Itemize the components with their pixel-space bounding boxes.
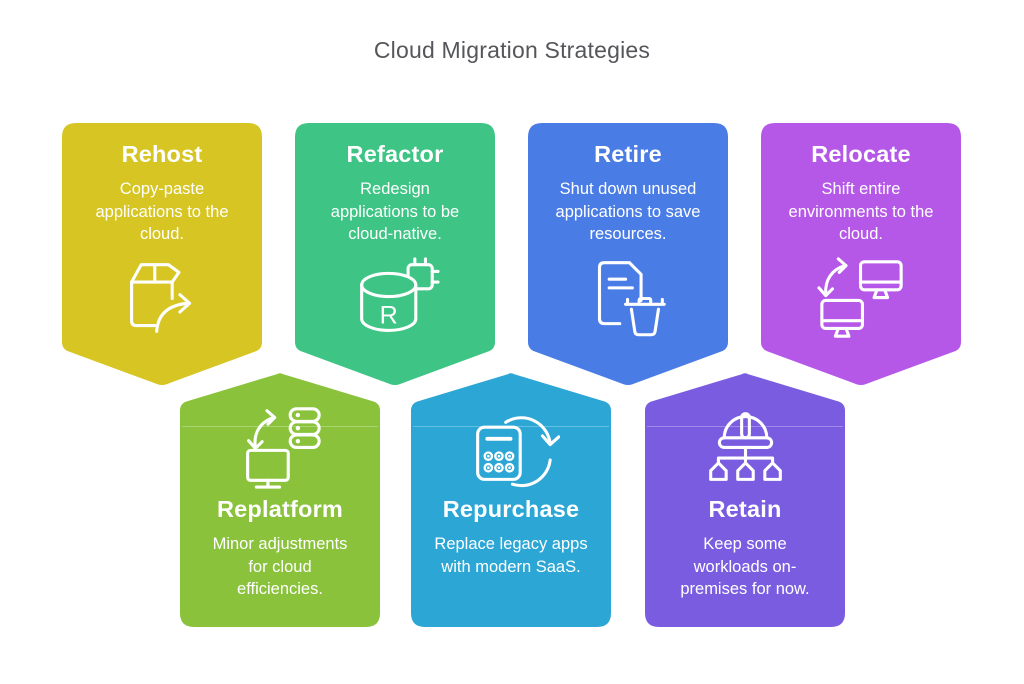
calculator-refresh-icon xyxy=(463,403,560,490)
monitor-servers-icon xyxy=(232,403,329,490)
card-banner-shape xyxy=(62,123,262,385)
card-description: Keep some workloads on- premises for now… xyxy=(680,535,810,599)
card-title: Refactor xyxy=(346,141,444,167)
card-description: Replace legacy apps with modern SaaS. xyxy=(434,535,588,576)
monitors-sync-icon xyxy=(813,255,910,342)
strategy-card-rehost: Rehost Copy-paste applications to the cl… xyxy=(62,123,262,385)
card-description: Redesign applications to be cloud-native… xyxy=(330,180,460,244)
helmet-network-icon xyxy=(697,403,794,490)
card-content: Relocate Shift entire environments to th… xyxy=(761,123,961,385)
card-banner-shape xyxy=(645,373,845,627)
package-export-icon xyxy=(114,255,211,342)
card-title: Replatform xyxy=(216,496,344,522)
card-banner-shape xyxy=(295,123,495,385)
card-title: Relocate xyxy=(811,141,911,167)
card-banner-shape xyxy=(411,373,611,627)
database-chip-icon: R xyxy=(347,255,444,342)
card-description: Shut down unused applications to save re… xyxy=(555,180,701,244)
strategy-card-repurchase: Repurchase Replace legacy apps with mode… xyxy=(411,373,611,627)
card-content: Replatform Minor adjustments for cloud e… xyxy=(180,373,380,627)
card-title: Retain xyxy=(708,496,782,522)
strategy-card-replatform: Replatform Minor adjustments for cloud e… xyxy=(180,373,380,627)
document-trash-icon xyxy=(580,255,677,342)
card-description: Shift entire environments to the cloud. xyxy=(788,180,934,244)
strategy-card-relocate: Relocate Shift entire environments to th… xyxy=(761,123,961,385)
card-banner-shape xyxy=(761,123,961,385)
card-title: Repurchase xyxy=(442,496,580,522)
card-content: Retain Keep some workloads on- premises … xyxy=(645,373,845,627)
card-content: Retire Shut down unused applications to … xyxy=(528,123,728,385)
strategy-card-retire: Retire Shut down unused applications to … xyxy=(528,123,728,385)
card-content: Repurchase Replace legacy apps with mode… xyxy=(411,373,611,627)
card-description: Copy-paste applications to the cloud. xyxy=(95,180,229,244)
card-content: Rehost Copy-paste applications to the cl… xyxy=(62,123,262,385)
card-title: Rehost xyxy=(121,141,203,167)
card-content: R Refactor Redesign applications to be c… xyxy=(295,123,495,385)
card-banner-shape xyxy=(528,123,728,385)
page-title: Cloud Migration Strategies xyxy=(373,37,651,63)
card-title: Retire xyxy=(594,141,662,167)
card-description: Minor adjustments for cloud efficiencies… xyxy=(212,535,348,599)
strategy-card-refactor: R Refactor Redesign applications to be c… xyxy=(295,123,495,385)
strategy-card-retain: Retain Keep some workloads on- premises … xyxy=(645,373,845,627)
card-banner-shape xyxy=(180,373,380,627)
svg-text:R: R xyxy=(379,301,397,329)
